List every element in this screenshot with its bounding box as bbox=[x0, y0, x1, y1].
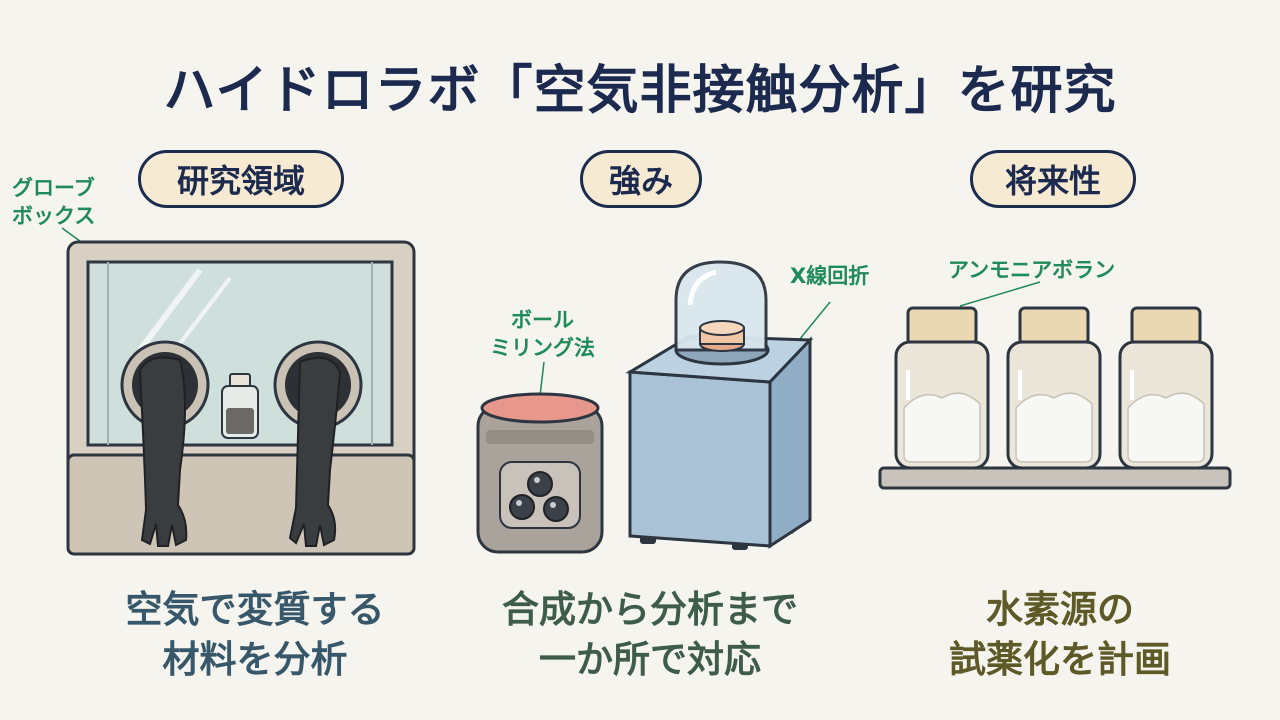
caption-strength-line-1: 合成から分析まで bbox=[502, 588, 798, 631]
label-xrd: X線回折 bbox=[790, 264, 870, 288]
page-title: ハイドロラボ「空気非接触分析」を研究 bbox=[163, 61, 1117, 121]
xrd-machine-icon bbox=[625, 260, 831, 550]
glove-left bbox=[138, 356, 188, 547]
shelf bbox=[878, 466, 1232, 490]
glovebox-base bbox=[66, 453, 416, 556]
caption-future-line-1: 水素源の bbox=[986, 588, 1134, 631]
label-glovebox-line-2: ボックス bbox=[12, 204, 96, 228]
bottle-2 bbox=[1006, 306, 1102, 470]
section-heading-future: 将来性 bbox=[970, 150, 1136, 208]
label-ball-milling: ボール ミリング法 bbox=[490, 306, 595, 362]
caption-strength-line-2: 一か所で対応 bbox=[539, 638, 761, 681]
xrd-leader-line bbox=[794, 301, 831, 346]
caption-research-area-line-2: 材料を分析 bbox=[162, 638, 348, 681]
caption-research-area-line-1: 空気で変質する bbox=[125, 588, 385, 631]
reagent-leader-line bbox=[959, 281, 1041, 307]
label-ball-milling-line-2: ミリング法 bbox=[490, 336, 595, 360]
glove-right bbox=[288, 356, 342, 547]
caption-research-area: 空気で変質する 材料を分析 bbox=[60, 585, 450, 685]
ball-mill-leader-line bbox=[539, 361, 545, 397]
caption-strength: 合成から分析まで 一か所で対応 bbox=[440, 585, 860, 685]
bottle-1 bbox=[894, 306, 990, 470]
label-glovebox-line-1: グローブ bbox=[12, 176, 95, 200]
label-glovebox: グローブ ボックス bbox=[12, 174, 95, 230]
section-heading-research-area: 研究領域 bbox=[138, 150, 344, 208]
vial-icon bbox=[221, 373, 259, 439]
label-ball-milling-line-1: ボール bbox=[511, 308, 574, 332]
jar-lid bbox=[480, 392, 600, 424]
ball-mill-jar-icon bbox=[476, 361, 604, 554]
bottle-3 bbox=[1118, 306, 1214, 470]
caption-future-line-2: 試薬化を計画 bbox=[949, 638, 1171, 681]
label-ammonia-borane: アンモニアボラン bbox=[948, 258, 1116, 282]
section-heading-strength: 強み bbox=[580, 150, 702, 208]
caption-future: 水素源の 試薬化を計画 bbox=[880, 585, 1240, 685]
glovebox-icon bbox=[61, 227, 416, 556]
reagent-bottles-icon bbox=[878, 281, 1232, 490]
